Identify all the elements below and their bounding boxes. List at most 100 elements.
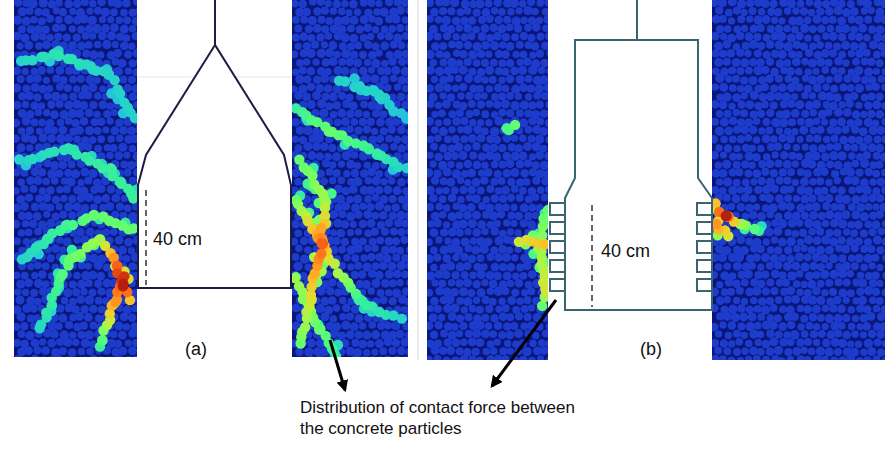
particle — [89, 50, 98, 59]
particle — [406, 279, 408, 287]
particle — [125, 339, 132, 346]
particle — [515, 7, 522, 14]
particle — [120, 161, 128, 169]
particle — [439, 144, 448, 153]
particle — [379, 7, 388, 16]
particle — [34, 8, 42, 16]
particle — [388, 25, 396, 33]
particle — [328, 278, 336, 286]
particle — [316, 33, 325, 42]
particle — [482, 196, 489, 203]
particle — [531, 161, 539, 169]
particle — [528, 117, 536, 125]
particle — [439, 42, 447, 50]
particle — [125, 356, 132, 357]
particle — [389, 297, 397, 305]
particle — [84, 143, 92, 151]
particle — [385, 289, 393, 297]
particle — [443, 84, 451, 92]
particle — [510, 101, 519, 110]
particle — [107, 185, 115, 193]
particle — [489, 76, 497, 84]
particle — [482, 211, 490, 219]
particle — [384, 205, 391, 212]
force-particle — [97, 335, 107, 345]
particle — [444, 237, 451, 244]
particle — [14, 83, 21, 92]
particle — [55, 16, 63, 24]
particle — [359, 51, 367, 59]
particle — [123, 16, 131, 24]
particle — [18, 229, 26, 237]
particle — [402, 153, 408, 161]
particle — [38, 17, 46, 25]
particle — [132, 68, 137, 76]
particle — [321, 7, 329, 15]
particle — [486, 85, 493, 92]
particle — [536, 118, 544, 126]
particle — [485, 66, 494, 75]
particle — [338, 160, 345, 167]
force-particle — [130, 113, 137, 123]
particle — [77, 179, 84, 186]
particle — [307, 83, 315, 91]
particle — [402, 32, 408, 40]
particle — [390, 75, 398, 83]
particle — [372, 176, 381, 185]
particle — [388, 125, 396, 133]
force-particle — [71, 149, 81, 159]
particle — [531, 42, 539, 50]
particle — [506, 59, 515, 68]
particle — [106, 102, 114, 110]
particle — [307, 100, 316, 109]
particle — [435, 50, 443, 58]
particle — [406, 228, 408, 236]
particle — [379, 261, 388, 270]
particle — [366, 186, 375, 195]
particle — [456, 109, 464, 117]
particle — [390, 143, 397, 150]
particle — [492, 153, 501, 162]
particle — [443, 118, 451, 126]
particle — [298, 0, 307, 8]
particle — [39, 338, 46, 345]
particle — [341, 202, 350, 211]
particle — [73, 236, 81, 244]
particle — [39, 133, 48, 142]
particle — [481, 41, 490, 50]
particle — [26, 7, 34, 15]
particle — [78, 262, 86, 270]
particle — [123, 255, 131, 263]
particle — [18, 25, 26, 33]
particle — [120, 9, 128, 17]
particle — [518, 66, 527, 75]
particle — [56, 237, 63, 244]
particle — [31, 203, 39, 211]
particle — [14, 0, 22, 7]
particle — [302, 7, 311, 16]
particle — [132, 356, 137, 357]
particle — [494, 170, 502, 178]
particle — [22, 101, 29, 108]
particle — [25, 228, 33, 236]
particle — [39, 33, 47, 41]
particle — [35, 42, 43, 50]
particle — [118, 331, 127, 340]
particle — [63, 185, 71, 193]
particle — [328, 144, 336, 152]
particle — [375, 339, 384, 348]
particle — [477, 186, 485, 194]
particle-field — [14, 0, 137, 357]
particle — [498, 108, 506, 116]
force-particle — [68, 220, 78, 230]
particle — [478, 202, 486, 210]
particle — [393, 186, 402, 195]
particle — [439, 92, 446, 99]
particle — [389, 211, 397, 219]
particle — [85, 109, 94, 118]
particle-fields — [11, 0, 888, 366]
particle — [341, 16, 350, 25]
particle — [292, 118, 300, 127]
particle — [406, 42, 408, 50]
particle — [498, 245, 507, 254]
